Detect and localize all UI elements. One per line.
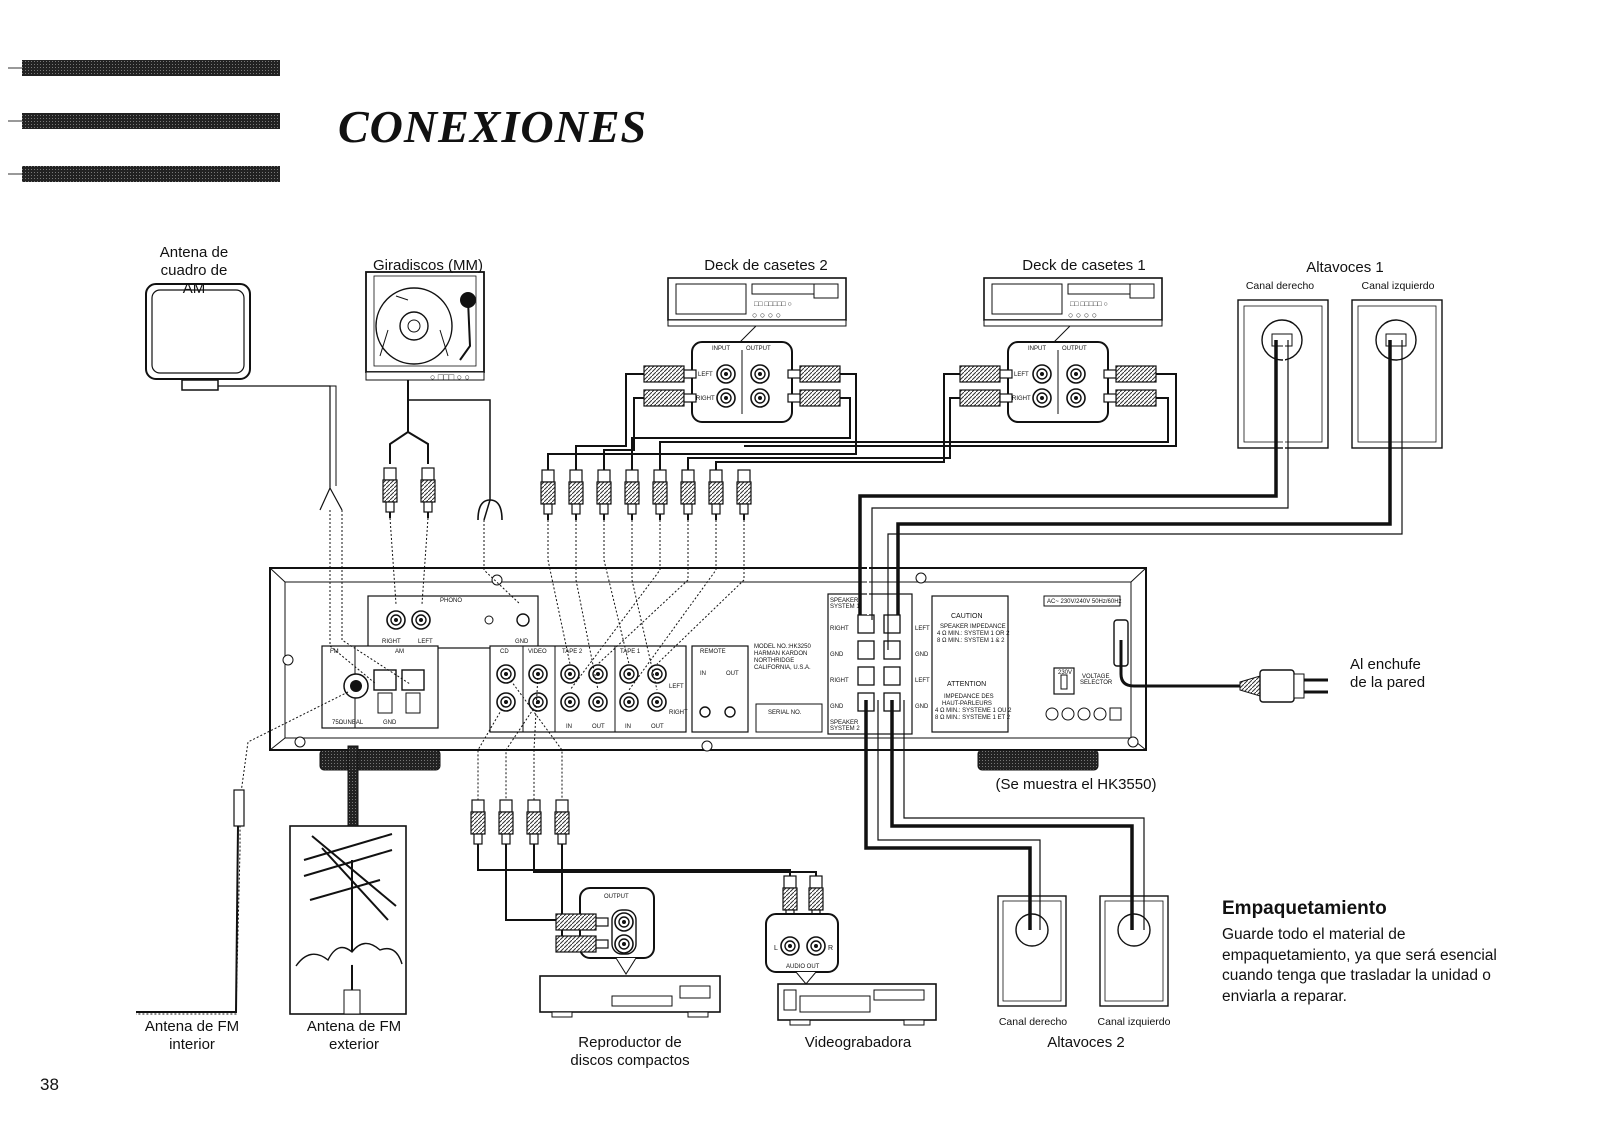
am-gnd-label: GND bbox=[383, 720, 397, 726]
phono-gnd-label: GND bbox=[515, 639, 529, 645]
speakers2-left-label: Canal izquierdo bbox=[1097, 1016, 1171, 1028]
deck1-label: Deck de casetes 1 bbox=[1022, 257, 1146, 274]
model-info: MODEL NO.:HK3250 HARMAN KARDON NORTHRIDG… bbox=[754, 644, 812, 671]
deck1-buttons: □□ □□□□□ ○ bbox=[1070, 301, 1108, 308]
deck1-left-label: LEFT bbox=[1014, 372, 1029, 378]
v230-label: 230V bbox=[1058, 670, 1072, 676]
deck2-input-label: INPUT bbox=[712, 346, 730, 352]
caution-lines: SPEAKER IMPEDANCE 4 Ω MIN.: SYSTEM 1 OR … bbox=[937, 624, 1011, 644]
receiver-rear-panel: PHONO RIGHT LEFT GND FM AM 75ΩUNBAL GND … bbox=[269, 567, 1147, 771]
page-number: 38 bbox=[40, 1075, 59, 1094]
video-label: VIDEO bbox=[528, 649, 547, 655]
vcr-r-label: R bbox=[828, 945, 833, 952]
deck2-left-label: LEFT bbox=[698, 372, 713, 378]
serial-label: SERIAL NO. bbox=[768, 710, 802, 716]
vcr: L R AUDIO OUT bbox=[765, 875, 937, 1026]
deck1-right-label: RIGHT bbox=[1012, 396, 1031, 402]
remote-in-label: IN bbox=[700, 671, 706, 677]
sp-gnd-label: GND bbox=[830, 652, 844, 658]
speakers1-label: Altavoces 1 bbox=[1306, 259, 1384, 276]
sp-right2-label: RIGHT bbox=[830, 678, 849, 684]
cd-player: OUTPUT LEFT RIGHT bbox=[539, 887, 721, 1018]
cassette-deck-2: □□ □□□□□ ○ ○ ○ ○ ○ INPUT OUTPUT LEFT RIG… bbox=[547, 277, 857, 470]
remote-out-label: OUT bbox=[726, 671, 739, 677]
fm-label: FM bbox=[330, 649, 339, 655]
turntable: ○ □□□ ○ ○ bbox=[365, 271, 521, 605]
speakers2-right-label: Canal derecho bbox=[998, 1016, 1068, 1028]
turntable-buttons: ○ □□□ ○ ○ bbox=[430, 372, 470, 382]
deck2-label: Deck de casetes 2 bbox=[704, 257, 828, 274]
attention-lines: IMPEDANCE DES HAUT-PARLEURS 4 Ω MIN.: SY… bbox=[935, 694, 1013, 721]
tape1-label: TAPE 1 bbox=[620, 649, 641, 655]
turntable-label: Giradiscos (MM) bbox=[372, 257, 483, 274]
sp-left2-label: LEFT bbox=[915, 678, 930, 684]
cd-output-label: OUTPUT bbox=[604, 894, 629, 900]
packing-title: Empaquetamiento bbox=[1222, 898, 1387, 919]
deck2-output-label: OUTPUT bbox=[746, 346, 771, 352]
tape1-out-label: OUT bbox=[651, 724, 664, 730]
sp-gnd4-label: GND bbox=[915, 704, 929, 710]
power-plug bbox=[1119, 640, 1328, 703]
fm-outdoor-antenna bbox=[289, 745, 407, 1015]
cd-player-label: Reproductor de discos compactos bbox=[570, 1034, 690, 1069]
ac-rating: AC~ 230V/240V 50Hz/60Hz bbox=[1047, 599, 1122, 605]
fm-indoor-label: Antena de FM interior bbox=[144, 1018, 240, 1053]
wall-plug-label: Al enchufe de la pared bbox=[1350, 656, 1426, 691]
attention-label: ATTENTION bbox=[947, 681, 986, 688]
am-antenna-label: Antena de cuadro de AM bbox=[159, 244, 229, 297]
vcr-l-label: L bbox=[774, 945, 778, 952]
ohm-label: 75ΩUNBAL bbox=[332, 720, 364, 726]
remote-label: REMOTE bbox=[700, 649, 726, 655]
jacks-left-label: LEFT bbox=[669, 684, 684, 690]
deck1-input-label: INPUT bbox=[1028, 346, 1046, 352]
fm-indoor-antenna bbox=[136, 691, 349, 1015]
caution-label: CAUTION bbox=[951, 613, 983, 620]
tape1-in-label: IN bbox=[625, 724, 631, 730]
sp-gnd3-label: GND bbox=[915, 652, 929, 658]
cassette-deck-1: □□ □□□□□ ○ ○ ○ ○ ○ INPUT OUTPUT LEFT RIG… bbox=[659, 277, 1177, 470]
tape-plugs bbox=[540, 469, 752, 691]
tape2-label: TAPE 2 bbox=[562, 649, 583, 655]
deck1-knobs: ○ ○ ○ ○ bbox=[1068, 310, 1097, 320]
packing-body: Guarde todo el material de empaquetamien… bbox=[1222, 926, 1497, 1005]
am-label: AM bbox=[395, 649, 404, 655]
speakers1-right-label: Canal derecho bbox=[1245, 280, 1315, 292]
phono-label: PHONO bbox=[440, 598, 462, 604]
phono-right-label: RIGHT bbox=[382, 639, 401, 645]
vcr-audio-out-label: AUDIO OUT bbox=[786, 964, 820, 970]
page-title: CONEXIONES bbox=[338, 101, 648, 152]
vcr-label: Videograbadora bbox=[804, 1034, 912, 1051]
tape2-in-label: IN bbox=[566, 724, 572, 730]
speakers-2 bbox=[864, 700, 1169, 1007]
speakers-1 bbox=[858, 299, 1443, 650]
fm-outdoor-label: Antena de FM exterior bbox=[306, 1018, 402, 1053]
jacks-right-label: RIGHT bbox=[669, 710, 688, 716]
deck2-knobs: ○ ○ ○ ○ bbox=[752, 310, 781, 320]
sp-gnd2-label: GND bbox=[830, 704, 844, 710]
phono-left-label: LEFT bbox=[418, 639, 433, 645]
sp-left-label: LEFT bbox=[915, 626, 930, 632]
deck2-right-label: RIGHT bbox=[696, 396, 715, 402]
header-bars bbox=[8, 60, 280, 182]
deck1-output-label: OUTPUT bbox=[1062, 346, 1087, 352]
deck2-buttons: □□ □□□□□ ○ bbox=[754, 301, 792, 308]
am-loop-antenna bbox=[145, 283, 411, 685]
speakers2-label: Altavoces 2 bbox=[1047, 1034, 1125, 1051]
tape2-out-label: OUT bbox=[592, 724, 605, 730]
speakers1-left-label: Canal izquierdo bbox=[1361, 280, 1435, 292]
model-shown-label: (Se muestra el HK3550) bbox=[995, 776, 1157, 793]
sp-right-label: RIGHT bbox=[830, 626, 849, 632]
cd-label: CD bbox=[500, 649, 509, 655]
